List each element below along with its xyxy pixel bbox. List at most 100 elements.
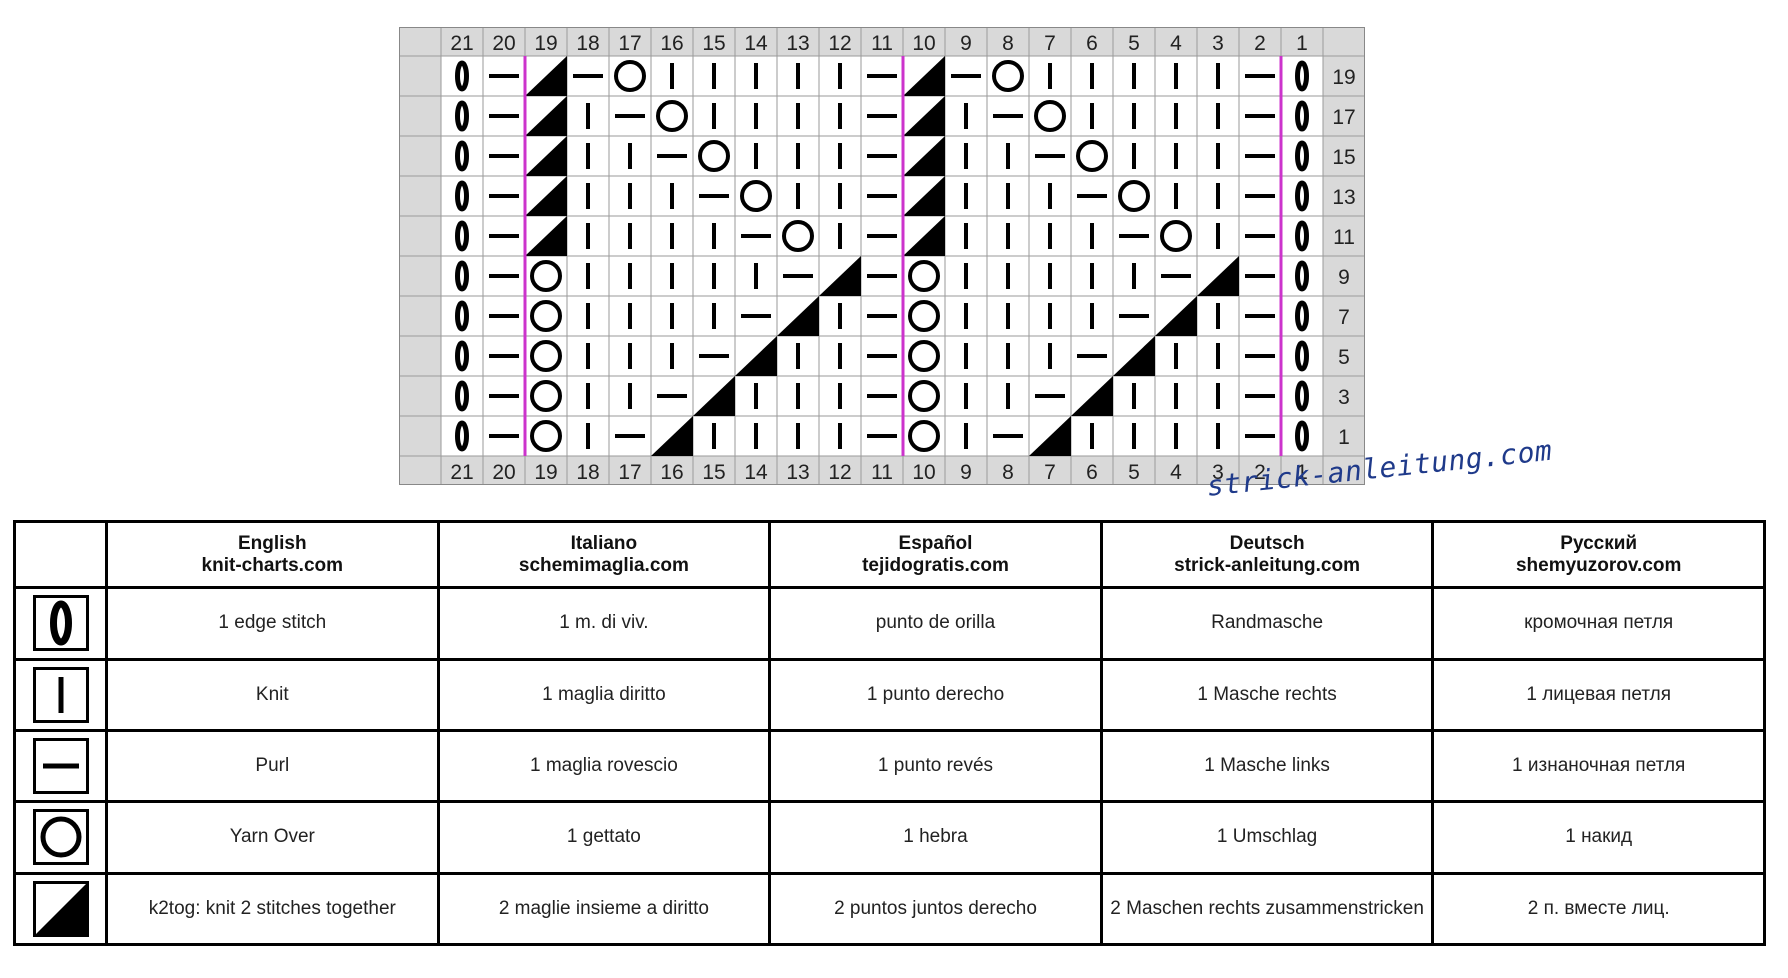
edge-stitch-symbol xyxy=(1295,220,1309,252)
column-label-top: 8 xyxy=(1002,32,1014,55)
legend-text-italian: 2 maglie insieme a diritto xyxy=(436,871,772,947)
legend-symbol-cell xyxy=(13,800,108,875)
legend-text-russian: 1 изнаночная петля xyxy=(1431,728,1766,804)
lang-name: Español xyxy=(898,532,973,554)
legend-row-knit: Knit 1 maglia diritto 1 punto derecho 1 … xyxy=(13,657,1766,732)
yarn-over-symbol xyxy=(908,260,940,292)
legend-text-spanish: punto de orilla xyxy=(768,586,1103,661)
column-label-top: 7 xyxy=(1044,32,1056,55)
column-label-top: 5 xyxy=(1128,32,1140,55)
column-label-bottom: 19 xyxy=(534,461,557,484)
column-label-bottom: 9 xyxy=(960,461,972,484)
yarn-over-symbol xyxy=(530,260,562,292)
column-label-bottom: 14 xyxy=(744,461,768,484)
column-header-band xyxy=(399,27,1365,56)
column-label-bottom: 17 xyxy=(618,461,641,484)
yarn-over-symbol xyxy=(782,220,814,252)
edge-stitch-symbol xyxy=(1295,340,1309,372)
edge-stitch-symbol xyxy=(1295,380,1309,412)
legend-text-english: k2tog: knit 2 stitches together xyxy=(105,871,440,947)
k2tog-symbol xyxy=(525,96,567,136)
yarn-over-symbol xyxy=(530,300,562,332)
column-label-bottom: 12 xyxy=(828,461,851,484)
column-label-bottom: 6 xyxy=(1086,461,1098,484)
column-label-bottom: 10 xyxy=(912,461,935,484)
legend-text-spanish: 2 puntos juntos derecho xyxy=(768,871,1103,947)
legend-text-german: Randmasche xyxy=(1099,586,1435,661)
row-label: 7 xyxy=(1338,306,1350,329)
legend-row-purl: Purl 1 maglia rovescio 1 punto revés 1 M… xyxy=(13,728,1766,804)
k2tog-symbol xyxy=(525,176,567,216)
legend-symbol-cell xyxy=(13,871,108,947)
yarn-over-symbol xyxy=(992,60,1024,92)
k2tog-symbol xyxy=(735,336,777,376)
edge-stitch-symbol xyxy=(1295,260,1309,292)
k2tog-symbol xyxy=(903,96,945,136)
legend-row-k2tog: k2tog: knit 2 stitches together 2 maglie… xyxy=(13,871,1766,947)
edge-stitch-symbol xyxy=(455,220,469,252)
legend-text-italian: 1 gettato xyxy=(436,800,772,875)
column-label-top: 9 xyxy=(960,32,972,55)
column-label-bottom: 16 xyxy=(660,461,683,484)
column-label-top: 10 xyxy=(912,32,935,55)
chart-grid: 2121202019191818171716161515141413131212… xyxy=(399,27,1365,485)
yarn-over-symbol xyxy=(1076,140,1108,172)
column-label-bottom: 21 xyxy=(450,461,473,484)
column-label-top: 17 xyxy=(618,32,641,55)
edge-stitch-symbol xyxy=(455,180,469,212)
legend-text-german: 1 Masche rechts xyxy=(1099,657,1435,732)
edge-stitch-symbol xyxy=(455,260,469,292)
lang-name: Русский xyxy=(1560,532,1638,554)
lang-name: Italiano xyxy=(570,532,638,554)
yarn-over-symbol xyxy=(908,380,940,412)
lang-name: English xyxy=(237,532,307,554)
legend-text-german: 2 Maschen rechts zusammenstricken xyxy=(1099,871,1435,947)
column-label-top: 1 xyxy=(1296,32,1308,55)
yarn-over-symbol xyxy=(1118,180,1150,212)
k2tog-symbol xyxy=(1113,336,1155,376)
column-footer-band xyxy=(399,456,1365,485)
k2tog-icon xyxy=(32,880,89,937)
legend-text-german: 1 Masche links xyxy=(1099,728,1435,804)
k2tog-symbol xyxy=(1071,376,1113,416)
knit-icon xyxy=(32,666,89,723)
k2tog-symbol xyxy=(819,256,861,296)
k2tog-symbol xyxy=(1197,256,1239,296)
column-label-bottom: 2 xyxy=(1254,461,1266,484)
yarn-over-symbol xyxy=(1160,220,1192,252)
yarn-over-symbol xyxy=(908,300,940,332)
yarn-over-icon xyxy=(32,809,89,866)
column-label-top: 19 xyxy=(534,32,557,55)
column-label-top: 4 xyxy=(1170,32,1182,55)
column-label-top: 14 xyxy=(744,32,768,55)
legend-text-spanish: 1 punto revés xyxy=(768,728,1103,804)
chart-border xyxy=(399,27,1365,485)
column-label-top: 15 xyxy=(702,32,725,55)
lang-site: shemyuzorov.com xyxy=(1515,554,1682,576)
legend-symbol-cell xyxy=(13,657,108,732)
k2tog-symbol xyxy=(903,216,945,256)
yarn-over-symbol xyxy=(530,380,562,412)
column-label-bottom: 3 xyxy=(1212,461,1224,484)
legend-text-spanish: 1 punto derecho xyxy=(768,657,1103,732)
row-label: 5 xyxy=(1338,346,1350,369)
yarn-over-symbol xyxy=(656,100,688,132)
yarn-over-symbol xyxy=(908,420,940,452)
k2tog-symbol xyxy=(525,56,567,96)
column-label-top: 12 xyxy=(828,32,851,55)
column-label-bottom: 13 xyxy=(786,461,809,484)
lang-site: strick-anleitung.com xyxy=(1174,554,1360,576)
column-label-top: 3 xyxy=(1212,32,1224,55)
legend-text-russian: 1 накид xyxy=(1431,800,1766,875)
legend-text-german: 1 Umschlag xyxy=(1099,800,1435,875)
legend-text-english: Knit xyxy=(105,657,440,732)
column-label-top: 20 xyxy=(492,32,515,55)
column-label-bottom: 5 xyxy=(1128,461,1140,484)
edge-stitch-symbol xyxy=(455,380,469,412)
lang-name: Deutsch xyxy=(1229,532,1305,554)
edge-stitch-symbol xyxy=(1295,60,1309,92)
